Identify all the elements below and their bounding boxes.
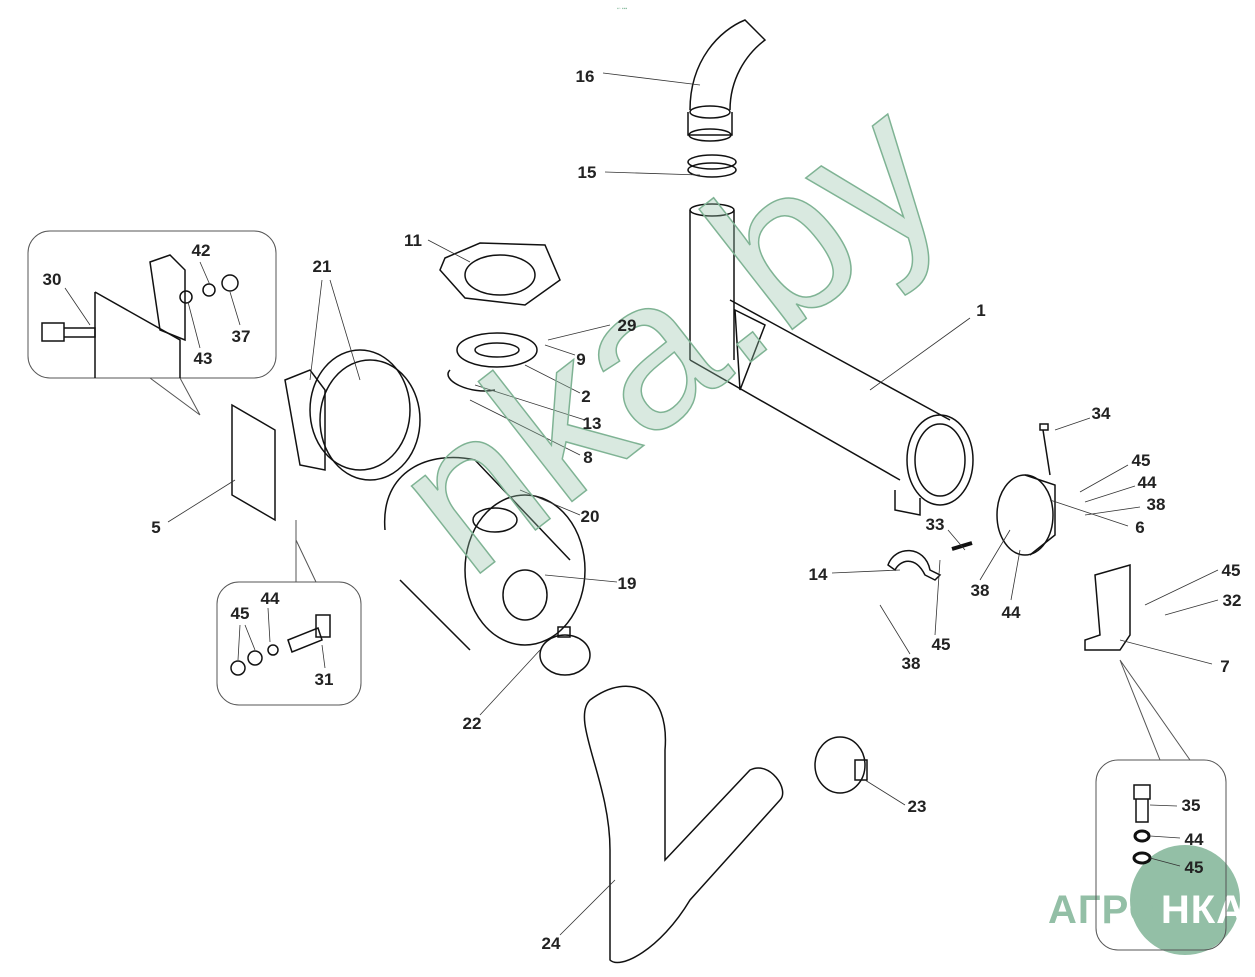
callout-label: 42 — [191, 241, 211, 260]
callout-label: 6 — [1135, 518, 1145, 537]
callout-label: 2 — [581, 387, 591, 406]
callout-label: 30 — [42, 270, 62, 289]
callout-label: 35 — [1181, 796, 1201, 815]
callout-label: 38 — [901, 654, 921, 673]
callout-label: 45 — [230, 604, 250, 623]
callout-label: 44 — [1184, 830, 1204, 849]
callout-label: 13 — [582, 414, 602, 433]
callout-label: 45 — [1131, 451, 1151, 470]
detail-box-bolt-35 — [1095, 759, 1227, 951]
callout-label: 33 — [925, 515, 945, 534]
logo-part1: АГРО — [1048, 888, 1161, 932]
callout-label: 45 — [1184, 858, 1204, 877]
callout-label: 16 — [575, 67, 595, 86]
callout-label: 1 — [976, 301, 986, 320]
callout-label: 15 — [577, 163, 597, 182]
callout-label: 23 — [907, 797, 927, 816]
header-mark: ▪▫ ▪▪▪ — [617, 6, 628, 12]
callout-label: 43 — [193, 349, 213, 368]
callout-label: 37 — [231, 327, 251, 346]
callout-label: 9 — [576, 350, 586, 369]
callout-label: 20 — [580, 507, 600, 526]
callout-label: 24 — [541, 934, 561, 953]
callout-label: 29 — [617, 316, 637, 335]
callout-label: 44 — [1137, 473, 1157, 492]
callout-label: 19 — [617, 574, 637, 593]
callout-label: 38 — [1146, 495, 1166, 514]
callout-label: 45 — [1221, 561, 1241, 580]
callout-label: 32 — [1222, 591, 1242, 610]
callout-label: 34 — [1091, 404, 1111, 423]
callout-label: 5 — [151, 518, 161, 537]
callout-label: 11 — [404, 231, 422, 250]
callout-label: 45 — [931, 635, 951, 654]
callout-label: 14 — [808, 565, 828, 584]
detail-box-bolt-31 — [216, 581, 362, 706]
callout-label: 8 — [583, 448, 593, 467]
callout-label: 44 — [1001, 603, 1021, 622]
logo: АГРОНКА — [1048, 888, 1246, 933]
logo-part2: НКА — [1160, 888, 1247, 932]
callout-label: 44 — [260, 589, 280, 608]
callout-label: 7 — [1220, 657, 1230, 676]
detail-box-bolt-30 — [27, 230, 277, 379]
callout-label: 38 — [970, 581, 990, 600]
logo-circle — [1130, 845, 1240, 955]
callout-label: 22 — [462, 714, 482, 733]
callout-label: 21 — [312, 257, 332, 276]
callout-label: 31 — [314, 670, 334, 689]
